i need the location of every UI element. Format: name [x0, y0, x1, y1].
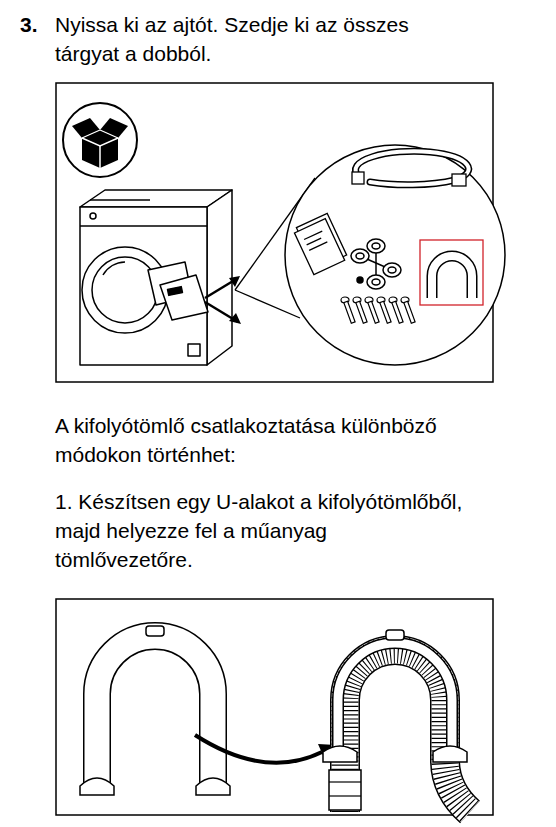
figure-frame [56, 599, 493, 815]
pull-arrows [205, 276, 241, 324]
accessories-detail [285, 145, 505, 365]
drain-hose [323, 630, 470, 812]
step-number: 3. [20, 10, 38, 39]
washing-machine [80, 190, 232, 365]
fit-arrow [195, 735, 336, 763]
instruction-text: 1. Készítsen egy U-alakot a kifolyótömlő… [55, 487, 465, 574]
unpack-icon [63, 103, 137, 177]
instruction-text: A kifolyótömlő csatlakoztatása különböző… [55, 411, 505, 469]
accessory-bags [148, 262, 208, 320]
hose-guide [80, 626, 230, 795]
instruction-text: Nyissa ki az ajtót. Szedje ki az összes … [55, 10, 410, 68]
